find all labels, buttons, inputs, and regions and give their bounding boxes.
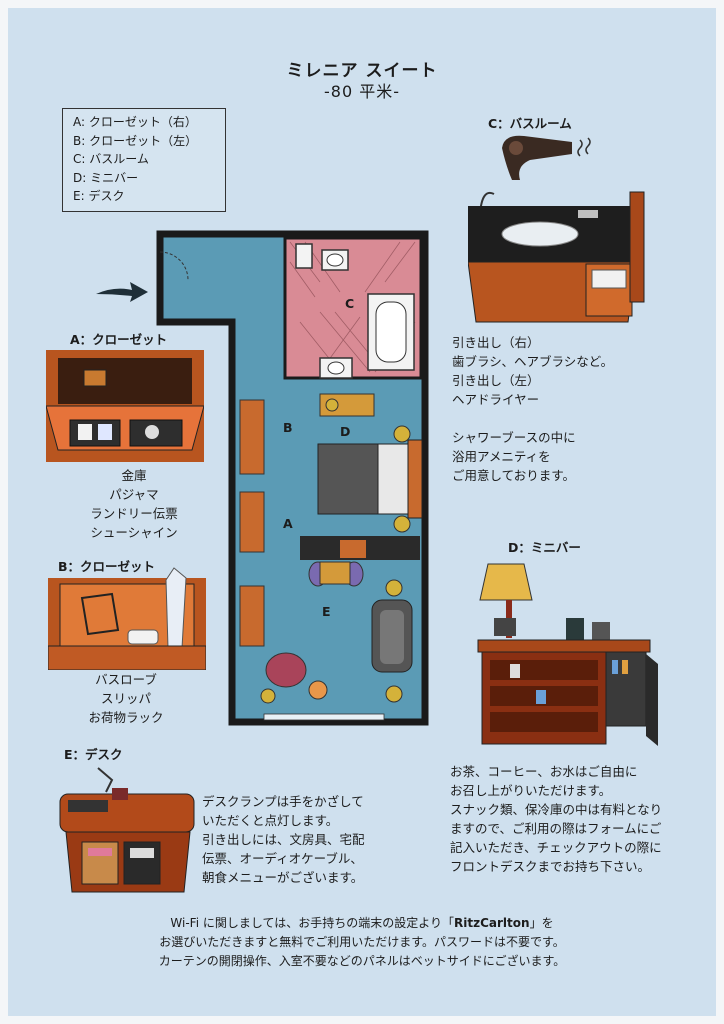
minibar-line: お召し上がりいただけます。 (450, 783, 612, 798)
desk-line: 朝食メニューがございます。 (202, 870, 364, 885)
bathroom-line: 浴用アメニティを (452, 449, 551, 464)
closet-a-item: パジャマ (109, 487, 159, 502)
closet-a-item: ランドリー伝票 (90, 506, 178, 521)
bathroom-line (452, 409, 613, 428)
footer-wifi-line: Wi-Fi に関しましては、お手持ちの端末の設定より「RitzCarlton」を (0, 914, 724, 933)
closet-a-item: 金庫 (121, 468, 147, 483)
bathroom-description: 引き出し（右） 歯ブラシ、ヘアブラシなど。 引き出し（左） ヘアドライヤー シャ… (452, 333, 613, 485)
bathroom-line: シャワーブースの中に (452, 430, 576, 445)
footer-wifi-post: 」を (529, 916, 554, 930)
bathroom-illustration (468, 186, 654, 326)
plan-label-a: A (283, 516, 293, 531)
desk-illustration (52, 766, 198, 898)
plan-label-c: C (345, 296, 355, 311)
plan-label-e: E (322, 604, 331, 619)
minibar-line: 記入いただき、チェックアウトの際に (450, 840, 662, 855)
page-subtitle: -80 平米- (324, 82, 400, 101)
legend-item-e: E: デスク (73, 189, 125, 203)
room-legend: A: クローゼット（右） B: クローゼット（左） C: バスルーム D: ミニ… (62, 108, 226, 212)
closet-b-item: バスローブ (95, 672, 157, 687)
legend-item-a: A: クローゼット（右） (73, 115, 197, 129)
wifi-ssid: RitzCarlton (454, 916, 530, 930)
minibar-illustration (474, 560, 660, 754)
legend-item-c: C: バスルーム (73, 152, 149, 166)
bathroom-line: 歯ブラシ、ヘアブラシなど。 (452, 354, 614, 369)
closet-b-items: バスローブ スリッパ お荷物ラック (66, 670, 186, 727)
closet-b-item: お荷物ラック (88, 710, 164, 725)
minibar-line: スナック類、保冷庫の中は有料となり (450, 802, 663, 817)
entrance-arrow-icon (94, 276, 150, 306)
footer-wifi-pre: Wi-Fi に関しましては、お手持ちの端末の設定より「 (170, 916, 455, 930)
closet-a-items: 金庫 パジャマ ランドリー伝票 シューシャイン (70, 466, 198, 542)
closet-a-heading: A：クローゼット (70, 332, 168, 347)
minibar-heading: D：ミニバー (508, 540, 581, 555)
floor-plan (150, 222, 430, 728)
bathroom-line: ヘアドライヤー (452, 392, 540, 407)
minibar-description: お茶、コーヒー、お水はご自由に お召し上がりいただけます。 スナック類、保冷庫の… (450, 762, 662, 876)
hair-dryer-icon (494, 130, 604, 190)
minibar-line: フロントデスクまでお持ち下さい。 (450, 859, 651, 874)
closet-b-item: スリッパ (100, 691, 151, 706)
footer-line: お選びいただきますと無料でご利用いただけます。パスワードは不要です。 (159, 935, 565, 949)
closet-a-item: シューシャイン (90, 525, 178, 540)
minibar-line: お茶、コーヒー、お水はご自由に (450, 764, 638, 779)
closet-b-heading: B：クローゼット (58, 559, 156, 574)
desk-line: 伝票、オーディオケーブル、 (202, 851, 363, 866)
bathroom-line: 引き出し（左） (452, 373, 540, 388)
bathroom-heading: C：バスルーム (488, 116, 572, 131)
legend-item-d: D: ミニバー (73, 170, 139, 185)
desk-line: いただくと点灯します。 (202, 813, 339, 828)
minibar-line: ますので、ご利用の際はフォームにご (450, 821, 662, 836)
closet-a-illustration (46, 350, 204, 462)
footer-line: カーテンの開閉操作、入室不要などのパネルはベットサイドにございます。 (158, 954, 566, 968)
page-title: ミレニア スイート (286, 61, 438, 81)
plan-label-b: B (283, 420, 293, 435)
closet-b-illustration (48, 558, 206, 670)
bathroom-line: 引き出し（右） (452, 335, 540, 350)
footer-notes: Wi-Fi に関しましては、お手持ちの端末の設定より「RitzCarlton」を… (0, 914, 724, 971)
desk-line: デスクランプは手をかざして (202, 794, 364, 809)
bathroom-line: ご用意しております。 (452, 468, 576, 483)
desk-description: デスクランプは手をかざして いただくと点灯します。 引き出しには、文房具、宅配 … (202, 792, 365, 887)
plan-label-d: D (340, 424, 351, 439)
legend-item-b: B: クローゼット（左） (73, 133, 198, 148)
desk-heading: E：デスク (64, 747, 123, 762)
desk-line: 引き出しには、文房具、宅配 (202, 832, 365, 847)
